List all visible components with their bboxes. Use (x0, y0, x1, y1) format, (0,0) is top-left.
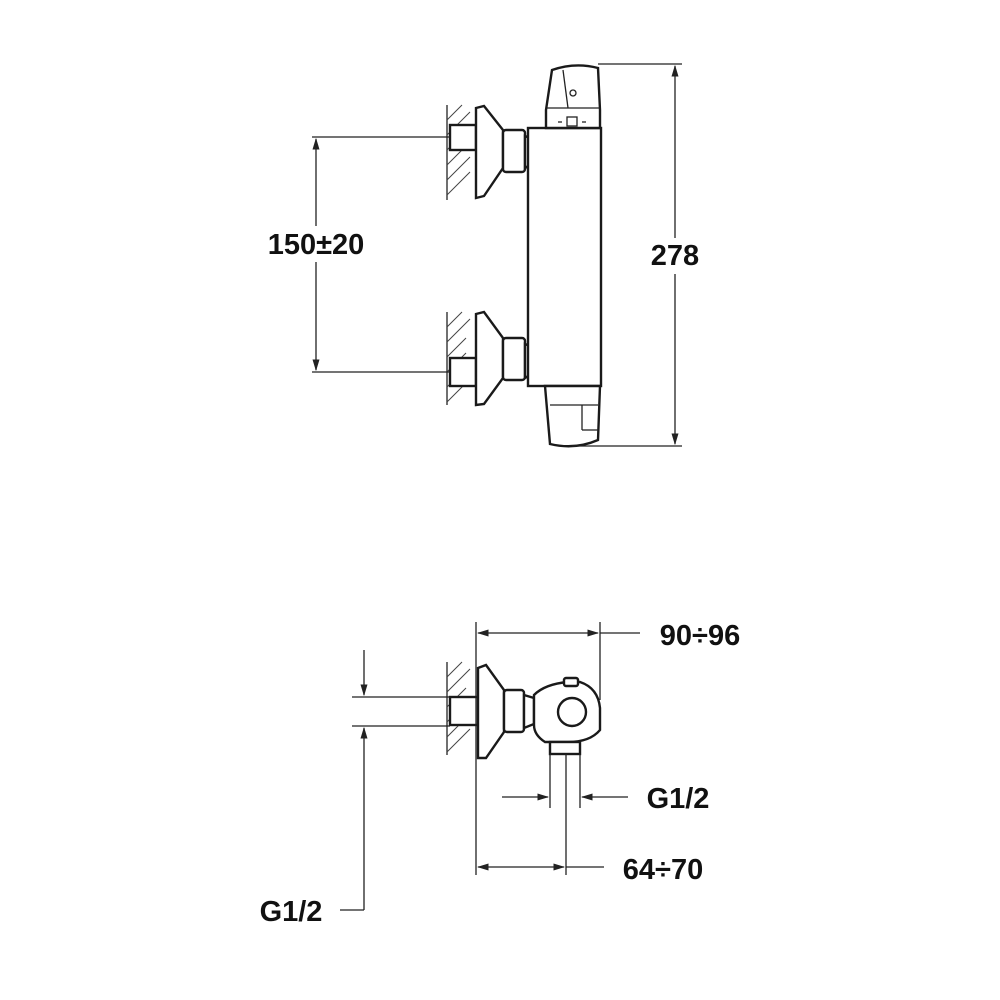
thermostat-side-body (532, 676, 602, 756)
lower-inlet-connector (448, 310, 537, 407)
front-view: 150±20 278 (248, 63, 715, 448)
dim-label-inlet-spacing: 150±20 (268, 229, 365, 261)
dim-label-outlet-thread: G1/2 (647, 783, 710, 815)
side-inlet-connector (448, 663, 536, 760)
dim-label-projection: 90÷96 (660, 620, 740, 652)
thermostat-body (526, 64, 603, 448)
dim-label-total-height: 278 (651, 240, 699, 272)
dim-label-inlet-thread: G1/2 (260, 896, 323, 928)
dim-label-outlet-offset: 64÷70 (623, 854, 703, 886)
wall-hatch-upper (446, 104, 471, 200)
side-view: G1/2 90÷96 G1/2 64÷70 (260, 620, 741, 928)
